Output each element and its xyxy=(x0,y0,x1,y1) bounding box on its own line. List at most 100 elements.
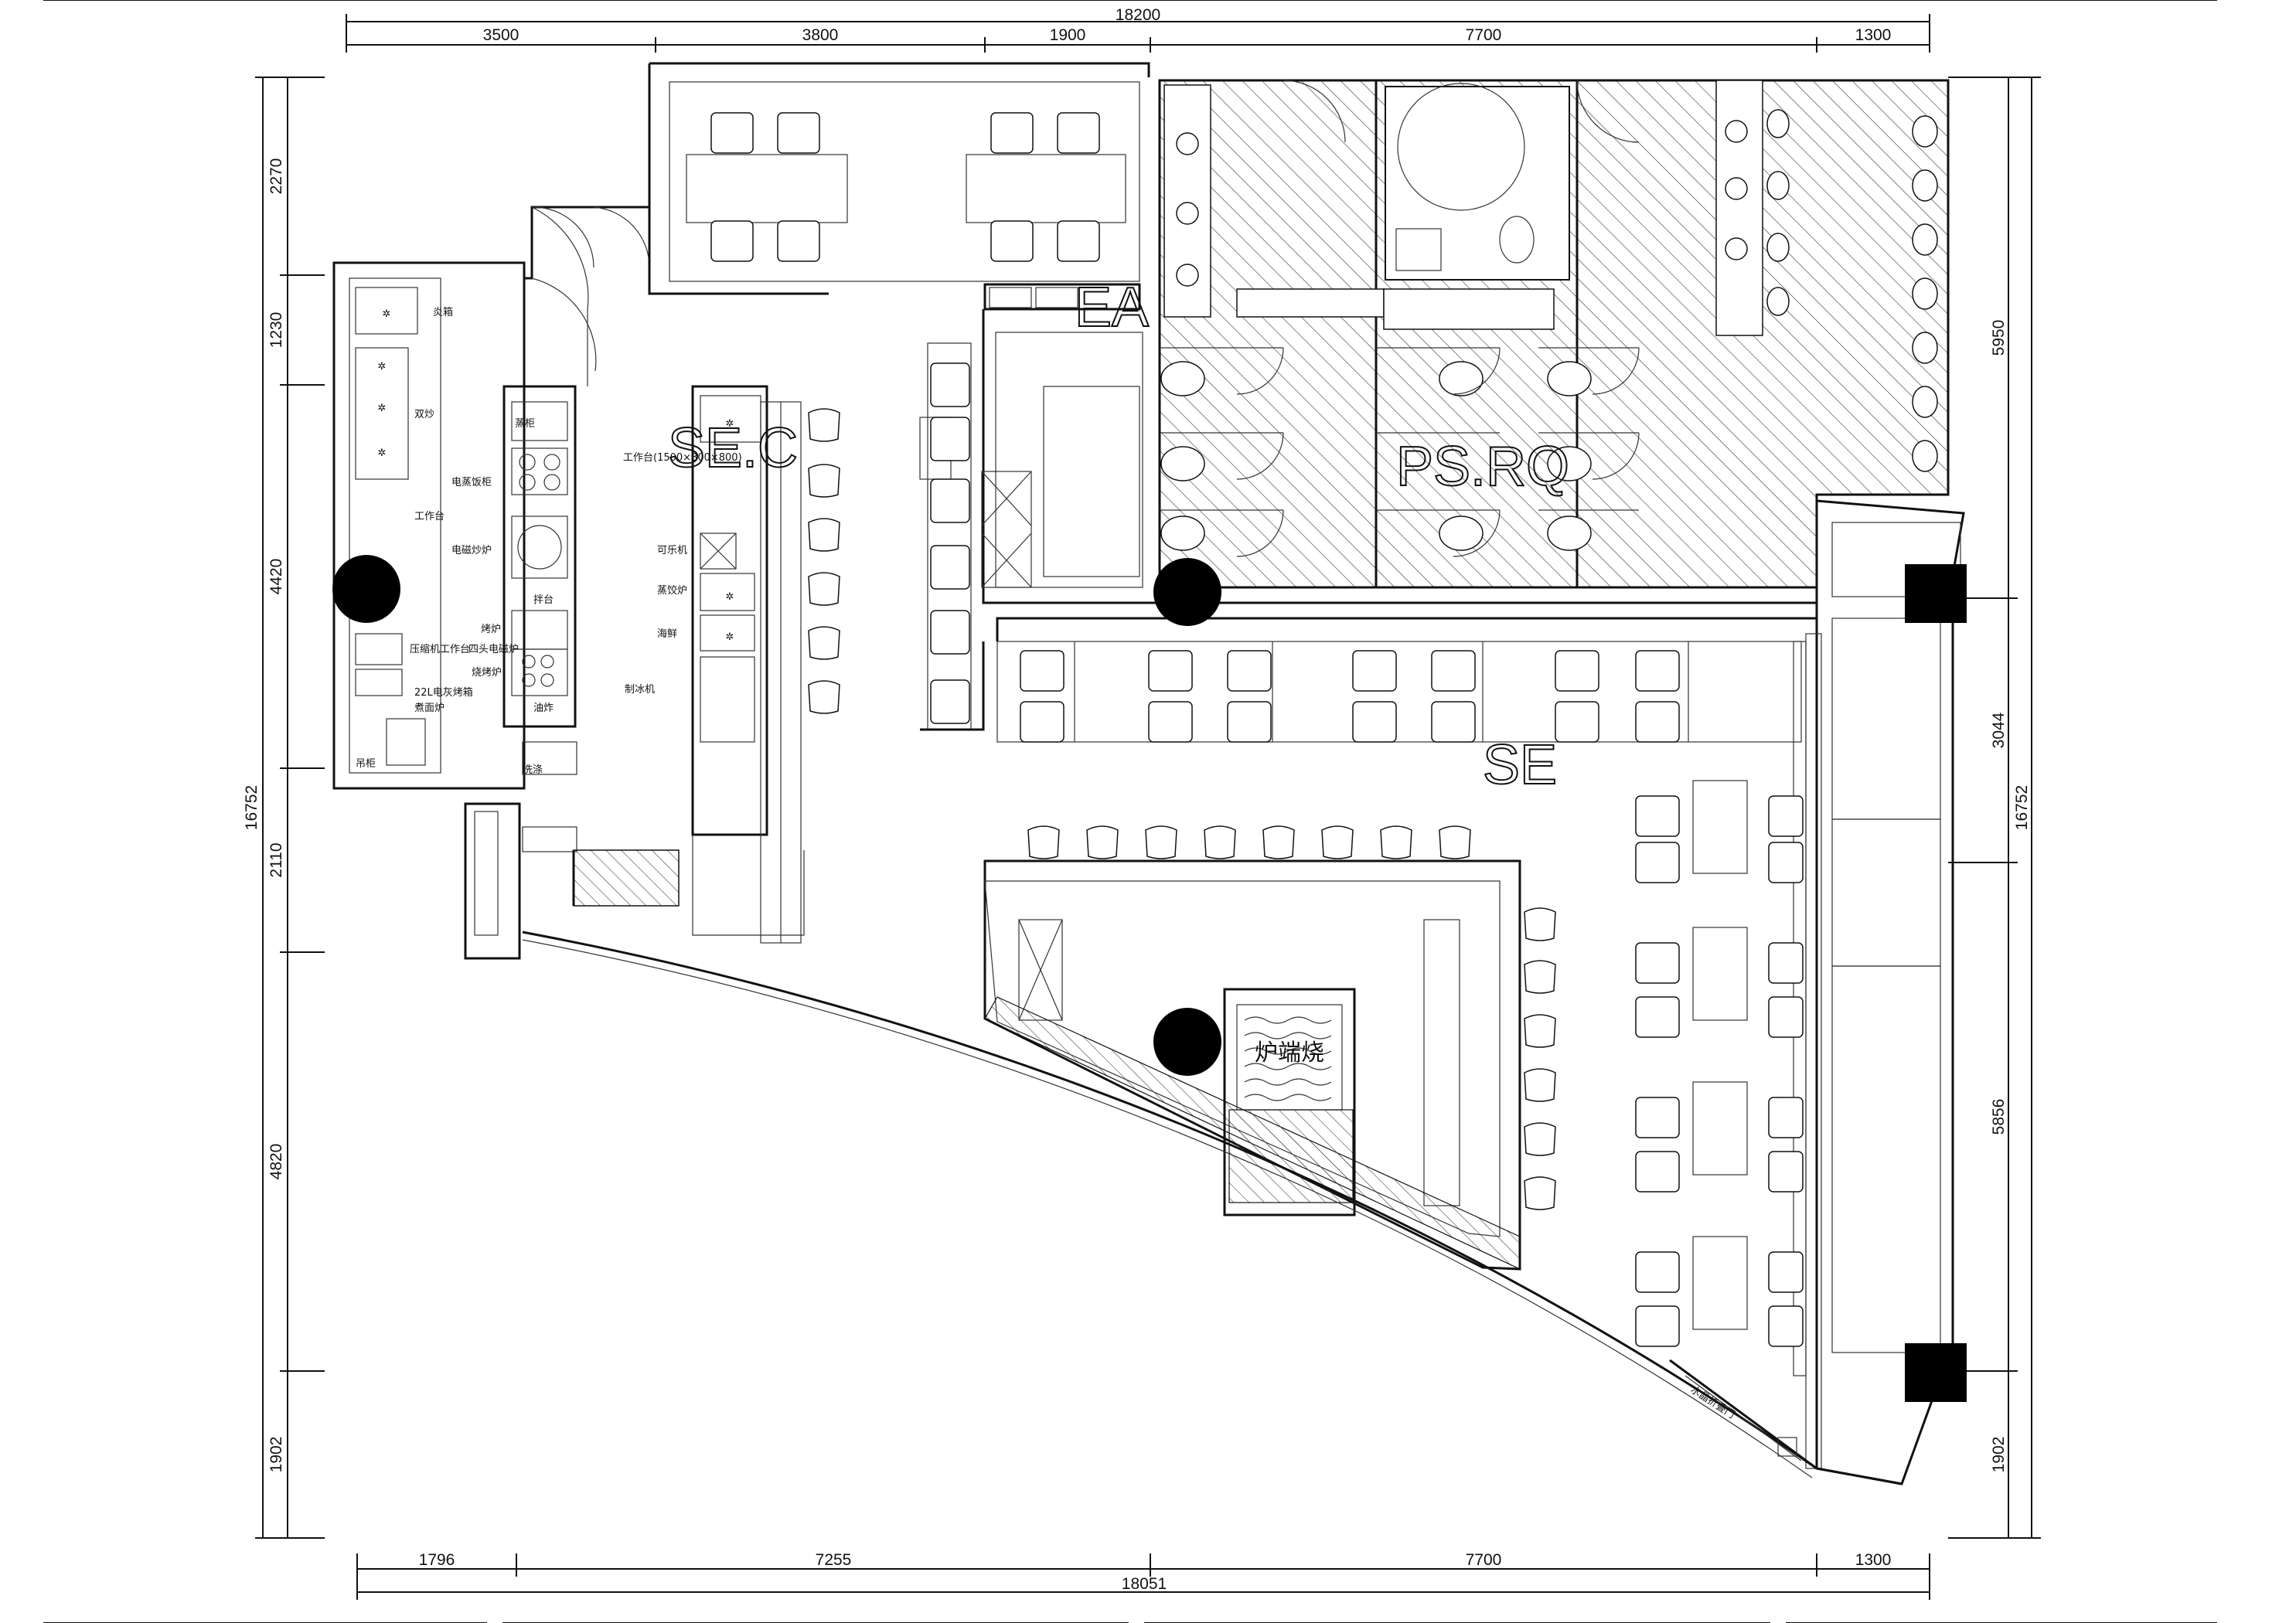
bar-stool-19 xyxy=(808,408,840,442)
chair-25 xyxy=(1020,650,1065,692)
bar-stool-58 xyxy=(1204,825,1236,859)
dim-top-seg-2: 3800 xyxy=(802,26,839,44)
kitchen-label-11: 四头电磁炉 xyxy=(468,644,519,655)
kitchen-label-19: 海鲜 xyxy=(657,628,677,640)
column-1 xyxy=(332,555,400,623)
dim-top-seg-5: 1300 xyxy=(1855,26,1892,44)
chair-52 xyxy=(1768,1251,1804,1293)
kitchen-area: ✲ ✲ ✲ ✲ ✲ ✲ xyxy=(332,63,805,960)
kitchen-label-15: 洗涤 xyxy=(523,764,543,776)
zone-label-ps-rq: PS.RQ xyxy=(1396,436,1569,498)
dim-left-seg-2: 1230 xyxy=(267,312,285,349)
chair-11 xyxy=(990,220,1034,262)
kitchen-label-5: 电蒸饭柜 xyxy=(451,477,492,488)
chair-7 xyxy=(1057,112,1100,154)
bar-stool-67 xyxy=(1524,1122,1556,1156)
dim-left-seg-5: 4820 xyxy=(267,1144,285,1180)
dim-bottom-total: 18051 xyxy=(1122,1575,1167,1593)
dim-left-total: 16752 xyxy=(243,785,261,830)
chair-51 xyxy=(1635,1251,1680,1293)
chair-26 xyxy=(1020,701,1065,743)
dim-left-seg-6: 1902 xyxy=(267,1437,285,1473)
right-dimensions: 5950 3044 5856 1902 16752 xyxy=(1948,77,2041,1539)
dim-left-seg-4: 2110 xyxy=(267,842,285,877)
chair-41 xyxy=(1635,842,1680,883)
chair-39 xyxy=(1635,795,1680,837)
chair-17 xyxy=(930,610,970,655)
chair-13 xyxy=(930,362,970,407)
toilet-stalls xyxy=(1160,80,1640,557)
dim-right-seg-3: 5856 xyxy=(1990,1099,2008,1135)
folding-door-label: 水晶折叠门 xyxy=(1688,1384,1737,1421)
central-bar: 炉端烧 xyxy=(983,859,1521,1271)
dim-right-total: 16752 xyxy=(2013,785,2031,830)
bar-stool-62 xyxy=(1439,825,1471,859)
kitchen-label-1: 炎箱 xyxy=(433,306,453,318)
structural-columns xyxy=(332,555,1967,1402)
chair-50 xyxy=(1768,1151,1804,1193)
svg-text:✲: ✲ xyxy=(378,403,387,414)
kitchen-label-10: 压缩机工作台 xyxy=(410,643,470,655)
bar-stool-55 xyxy=(1027,825,1060,859)
sinks xyxy=(1176,120,1748,287)
kitchen-label-8: 烤炉 xyxy=(481,624,501,635)
dining-tables-row xyxy=(996,641,1807,1376)
chair-40 xyxy=(1768,795,1804,837)
bar-stool-61 xyxy=(1380,825,1412,859)
dim-right-seg-1: 5950 xyxy=(1990,320,2008,356)
chair-35 xyxy=(1555,650,1599,692)
svg-text:✲: ✲ xyxy=(726,591,734,603)
curved-exterior-wall: 水晶折叠门 xyxy=(522,931,1903,1485)
private-dining-room xyxy=(648,62,1150,295)
chair-15 xyxy=(930,478,970,523)
kitchen-label-2: 双炒 xyxy=(414,409,434,420)
chair-30 xyxy=(1227,701,1272,743)
grill-label: 炉端烧 xyxy=(1255,1039,1324,1067)
chair-10 xyxy=(777,220,820,262)
chair-5 xyxy=(990,112,1034,154)
kitchen-label-12: 22L电灰烤箱 xyxy=(414,686,473,699)
svg-text:✲: ✲ xyxy=(726,418,734,430)
chair-37 xyxy=(1635,650,1680,692)
dim-top-total: 18200 xyxy=(1116,6,1160,24)
chair-16 xyxy=(930,545,970,590)
chair-43 xyxy=(1635,942,1680,984)
chair-48 xyxy=(1768,1097,1804,1138)
bar-stool-24 xyxy=(808,680,840,714)
bottom-dimensions: 1796 7255 7700 1300 18051 xyxy=(356,1551,1930,1600)
bar-stool-64 xyxy=(1524,960,1556,994)
bar-stool-57 xyxy=(1145,825,1177,859)
chair-32 xyxy=(1352,701,1397,743)
column-3 xyxy=(1153,1008,1221,1076)
kitchen-label-20: 制冰机 xyxy=(625,684,655,696)
dim-bottom-seg-4: 1300 xyxy=(1855,1551,1892,1569)
kitchen-label-6: 电磁炒炉 xyxy=(451,545,492,556)
bar-stool-68 xyxy=(1524,1176,1556,1210)
restroom-area xyxy=(1158,79,1950,589)
bar-stool-65 xyxy=(1524,1014,1556,1048)
chairs xyxy=(710,112,1804,1347)
dim-top-seg-1: 3500 xyxy=(483,26,519,44)
kitchen-label-14: 油炸 xyxy=(533,703,554,714)
chair-31 xyxy=(1352,650,1397,692)
chair-54 xyxy=(1768,1305,1804,1347)
dim-top-seg-3: 1900 xyxy=(1050,26,1086,44)
top-dimensions: 18200 3500 3800 1900 7700 1300 xyxy=(346,6,1930,53)
chair-12 xyxy=(1057,220,1100,262)
kitchen-label-4: 蒸柜 xyxy=(515,418,535,430)
chair-14 xyxy=(930,417,970,461)
right-banquette xyxy=(1805,499,1965,1485)
dim-bottom-seg-1: 1796 xyxy=(419,1551,455,1569)
zone-label-ea: EA xyxy=(1075,277,1149,339)
kitchen-label-3: 工作台 xyxy=(414,511,445,522)
svg-text:✲: ✲ xyxy=(378,361,387,373)
chair-38 xyxy=(1635,701,1680,743)
column-5 xyxy=(1905,1343,1967,1402)
chair-45 xyxy=(1635,996,1680,1038)
chair-1 xyxy=(710,112,754,154)
kitchen-label-18: 蒸饺炉 xyxy=(657,585,687,597)
dim-left-seg-3: 4420 xyxy=(267,559,285,595)
bar-stool-22 xyxy=(808,572,840,606)
chair-18 xyxy=(930,679,970,724)
